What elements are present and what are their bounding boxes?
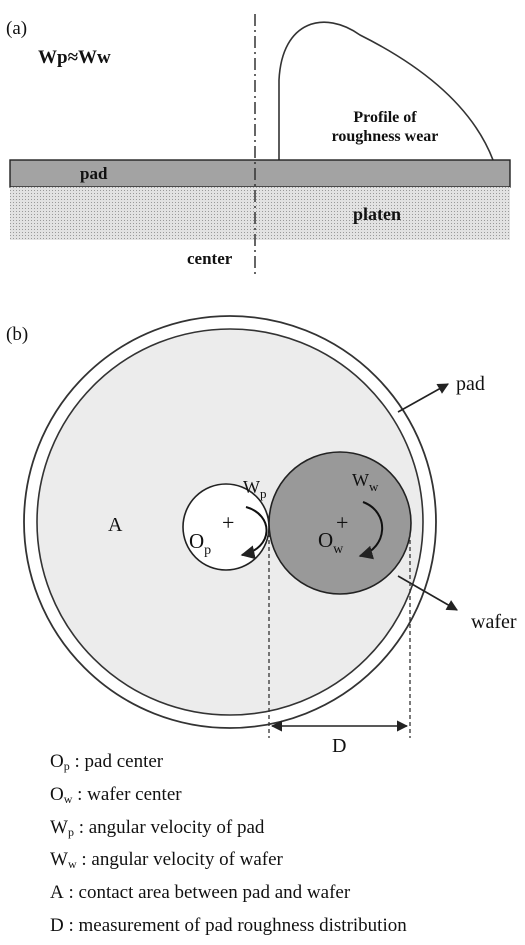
legend-description: : wafer center bbox=[72, 783, 182, 805]
wafer-center-plus: + bbox=[336, 510, 348, 535]
pad-layer bbox=[9, 159, 511, 188]
roughness-wear-profile bbox=[278, 21, 494, 161]
legend-row: Ow : wafer center bbox=[50, 781, 520, 814]
legend-description: : angular velocity of pad bbox=[73, 816, 265, 838]
legend-description: : pad center bbox=[69, 751, 164, 772]
legend-subscript: p bbox=[67, 824, 74, 839]
pad-pointer-label: pad bbox=[456, 373, 485, 395]
panel-a-label: (a) bbox=[6, 18, 27, 39]
contact-area-label: A bbox=[108, 514, 123, 536]
legend-symbol: W bbox=[50, 816, 68, 838]
legend-symbol: A bbox=[50, 882, 64, 904]
pad-center-label: Op bbox=[189, 529, 211, 558]
legend-subscript: p bbox=[63, 759, 70, 773]
legend-symbol: O bbox=[50, 783, 64, 805]
pad-center-plus: + bbox=[222, 510, 234, 535]
legend-row: A : contact area between pad and wafer bbox=[50, 879, 520, 912]
wafer-pointer-label: wafer bbox=[471, 611, 517, 633]
legend-symbol: D bbox=[50, 914, 64, 936]
pad-layer-label: pad bbox=[80, 164, 108, 183]
legend-subscript: w bbox=[67, 857, 77, 872]
wafer-center-label: Ow bbox=[318, 528, 344, 557]
legend-subscript: w bbox=[63, 791, 73, 806]
legend-description: : angular velocity of wafer bbox=[76, 849, 283, 871]
profile-label-line1: Profile of bbox=[353, 109, 417, 126]
legend-description: : measurement of pad roughness distribut… bbox=[63, 914, 407, 936]
legend-description: : contact area between pad and wafer bbox=[63, 882, 351, 904]
panel-b-label: (b) bbox=[6, 324, 28, 345]
pad-velocity-label: Wp bbox=[243, 477, 267, 501]
profile-label-line2: roughness wear bbox=[332, 128, 439, 145]
legend-symbol: O bbox=[50, 751, 64, 772]
wafer-velocity-label: Ww bbox=[352, 470, 379, 494]
pad-rotation-arrow bbox=[240, 506, 268, 560]
equation-label: Wp≈Ww bbox=[38, 47, 111, 68]
legend-row: Wp : angular velocity of pad bbox=[50, 814, 520, 847]
wafer-pointer-arrow bbox=[397, 575, 458, 611]
dimension-label: D bbox=[332, 735, 346, 757]
platen-layer bbox=[10, 187, 510, 240]
legend-row: Ww : angular velocity of wafer bbox=[50, 846, 520, 879]
platen-layer-label: platen bbox=[353, 204, 401, 224]
pad-pointer-arrow bbox=[397, 383, 449, 413]
legend-row: Op : pad center bbox=[50, 748, 520, 781]
wafer-disc bbox=[268, 451, 412, 595]
legend-symbol: W bbox=[50, 849, 68, 871]
legend: Op : pad center Ow : wafer center Wp : a… bbox=[50, 748, 520, 945]
wafer-rotation-arrow bbox=[358, 501, 384, 560]
center-label: center bbox=[187, 249, 233, 268]
legend-row: D : measurement of pad roughness distrib… bbox=[50, 912, 520, 945]
